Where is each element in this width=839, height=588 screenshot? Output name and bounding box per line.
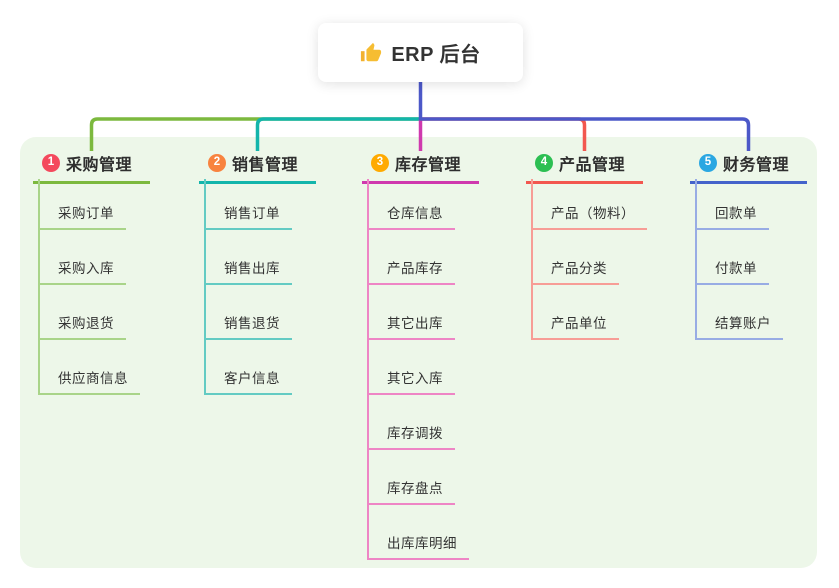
child-node[interactable]: 产品分类 [531,257,619,285]
child-node[interactable]: 其它入库 [367,367,455,395]
child-row: 产品分类 [526,230,647,285]
child-row: 供应商信息 [33,340,140,395]
child-node[interactable]: 结算账户 [695,312,783,340]
root-node[interactable]: ERP 后台 [318,23,523,82]
branch-children: 产品（物料） 产品分类产品单位 [526,175,647,340]
child-node[interactable]: 产品单位 [531,312,619,340]
child-node[interactable]: 客户信息 [204,367,292,395]
child-row: 采购订单 [33,175,140,230]
branch-number-badge: 1 [42,154,60,172]
branch-children: 仓库信息产品库存其它出库其它入库库存调拨库存盘点出库库明细 [362,175,469,560]
thumbs-up-icon [361,42,382,61]
branch-header[interactable]: 2 销售管理 [199,145,316,184]
connector-path [255,117,421,151]
connector-path [418,81,751,151]
child-node[interactable]: 库存调拨 [367,422,455,450]
branch-children: 采购订单采购入库采购退货供应商信息 [33,175,140,395]
child-row: 仓库信息 [362,175,469,230]
child-row: 采购退货 [33,285,140,340]
child-row: 付款单 [690,230,783,285]
child-node[interactable]: 采购订单 [38,202,126,230]
branch-number-badge: 4 [535,154,553,172]
branch-spine [204,179,206,395]
branch-label: 库存管理 [395,157,462,174]
branch-children: 回款单付款单结算账户 [690,175,783,340]
branch-spine [38,179,40,395]
child-node[interactable]: 付款单 [695,257,769,285]
child-row: 采购入库 [33,230,140,285]
branch-header[interactable]: 4 产品管理 [526,145,643,184]
child-row: 销售出库 [199,230,292,285]
child-node[interactable]: 采购入库 [38,257,126,285]
child-row: 结算账户 [690,285,783,340]
branch-spine [695,179,697,340]
child-row: 产品单位 [526,285,647,340]
child-row: 产品（物料） [526,175,647,230]
child-row: 产品库存 [362,230,469,285]
branch-label: 销售管理 [232,157,299,174]
child-node[interactable]: 供应商信息 [38,367,140,395]
child-node[interactable]: 出库库明细 [367,532,469,560]
branch-number-badge: 5 [699,154,717,172]
child-row: 回款单 [690,175,783,230]
child-row: 销售退货 [199,285,292,340]
child-node[interactable]: 销售订单 [204,202,292,230]
child-node[interactable]: 产品库存 [367,257,455,285]
child-row: 库存盘点 [362,450,469,505]
connector-path [89,117,421,151]
child-node[interactable]: 回款单 [695,202,769,230]
branch-label: 产品管理 [559,157,626,174]
branch-header[interactable]: 5 财务管理 [690,145,807,184]
branch-label: 财务管理 [723,157,790,174]
child-node[interactable]: 销售退货 [204,312,292,340]
child-row: 其它入库 [362,340,469,395]
child-row: 库存调拨 [362,395,469,450]
child-node[interactable]: 仓库信息 [367,202,455,230]
branch-header[interactable]: 1 采购管理 [33,145,150,184]
child-row: 其它出库 [362,285,469,340]
branch-header[interactable]: 3 库存管理 [362,145,479,184]
mindmap-panel [20,137,817,568]
child-node[interactable]: 其它出库 [367,312,455,340]
child-row: 客户信息 [199,340,292,395]
child-node[interactable]: 采购退货 [38,312,126,340]
branch-label: 采购管理 [66,157,133,174]
child-row: 出库库明细 [362,505,469,560]
branch-children: 销售订单销售出库销售退货客户信息 [199,175,292,395]
branch-number-badge: 2 [208,154,226,172]
child-node[interactable]: 库存盘点 [367,477,455,505]
child-node[interactable]: 产品（物料） [531,202,647,230]
branch-spine [367,179,369,560]
branch-spine [531,179,533,340]
child-row: 销售订单 [199,175,292,230]
root-title: ERP 后台 [391,44,481,66]
branch-number-badge: 3 [371,154,389,172]
child-node[interactable]: 销售出库 [204,257,292,285]
